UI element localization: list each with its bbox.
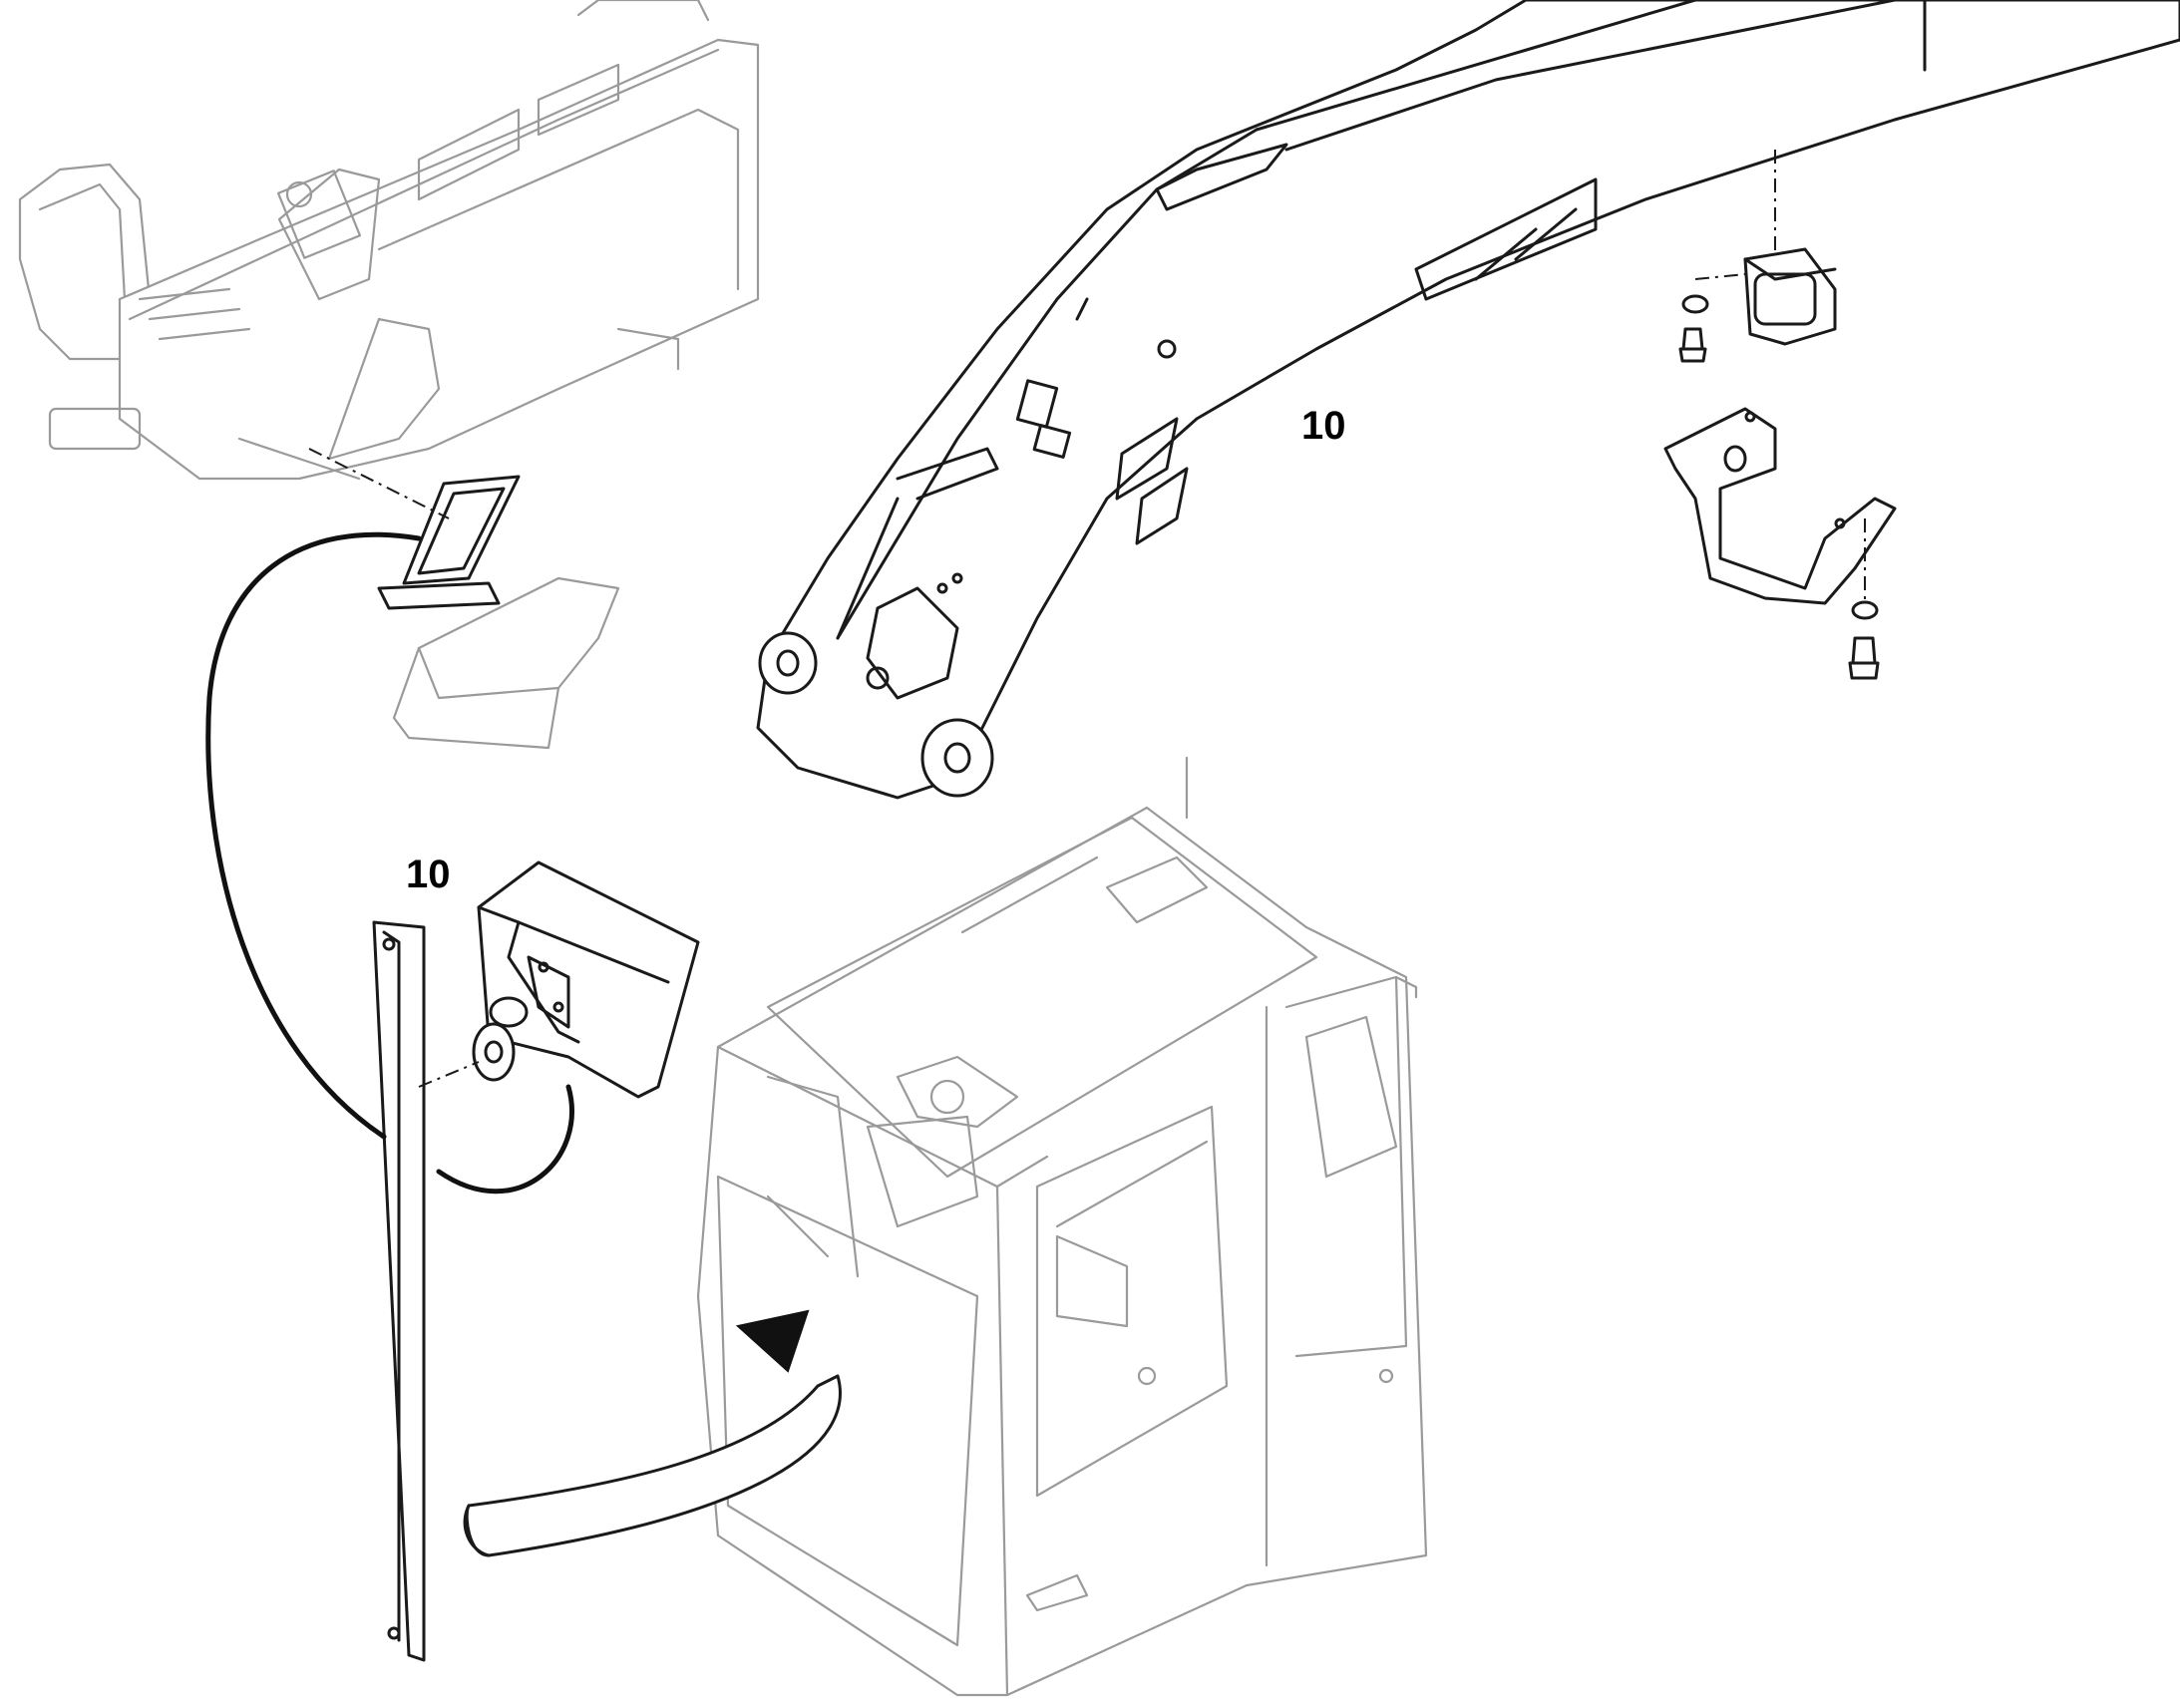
camera-mounting-bracket	[1663, 407, 1897, 680]
callout-boom-camera: 10	[1301, 404, 1346, 448]
operator-console-illustration	[18, 0, 760, 481]
monitor-bracket-small	[308, 448, 521, 610]
operator-cab-illustration	[696, 756, 1428, 1697]
camera-cable	[205, 531, 574, 1195]
callout-monitor: 10	[406, 853, 451, 896]
mounting-bracket-faded	[392, 576, 620, 750]
rear-camera-assembly	[1678, 150, 1837, 363]
monitor-assembly	[372, 860, 700, 1662]
view-direction-arrow	[463, 1309, 842, 1557]
boom-arm-illustration	[756, 0, 2180, 800]
